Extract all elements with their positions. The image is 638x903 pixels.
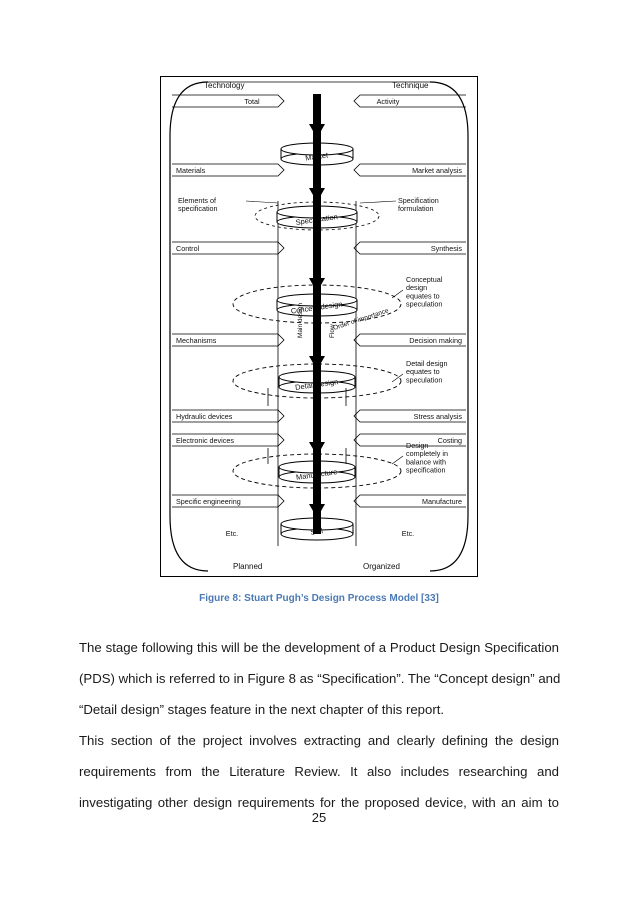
paragraph-pds: The stage following this will be the dev…	[79, 632, 561, 725]
paragraph-line: The stage following this will be the dev…	[79, 640, 559, 655]
left-input-arrow	[172, 94, 285, 108]
annotation-leader	[391, 373, 404, 383]
annotation-leader	[391, 455, 404, 465]
paragraph-line: “Detail design” stages feature in the ne…	[79, 702, 445, 717]
arrowhead-detail	[309, 356, 325, 370]
manufacture-ring	[232, 453, 402, 489]
outer-loop-left	[169, 81, 209, 572]
annotation-leader	[391, 289, 404, 299]
arrowhead-manufacture	[309, 442, 325, 456]
right-input-label: Manufacture	[422, 497, 462, 506]
paragraph-line: This section of the project involves ext…	[79, 733, 559, 748]
right-input-label: Etc.	[402, 529, 414, 538]
right-input-label: Activity	[377, 97, 400, 106]
paragraph-line: requirements from the Literature Review.…	[79, 764, 559, 779]
technique-label: Technique	[392, 81, 429, 90]
left-input-label: Etc.	[226, 529, 238, 538]
main-flow-arrow	[313, 94, 321, 534]
left-input-arrow	[172, 241, 285, 255]
right-input-label: Market analysis	[412, 166, 462, 175]
left-input-label: Materials	[176, 166, 206, 175]
right-input-arrow	[353, 94, 466, 108]
left-input-arrow	[172, 433, 285, 447]
left-input-label: Mechanisms	[176, 336, 217, 345]
left-input-arrow	[172, 333, 285, 347]
arrowhead-concept	[309, 278, 325, 292]
arrowhead-specification	[309, 188, 325, 202]
left-input-arrow	[172, 409, 285, 423]
left-input-label: Total	[244, 97, 260, 106]
right-input-arrow	[353, 409, 466, 423]
right-input-label: Synthesis	[431, 244, 463, 253]
left-input-label: Hydraulic devices	[176, 412, 233, 421]
planned-label: Planned	[233, 562, 262, 571]
arrowhead-market	[309, 124, 325, 138]
paragraph-line: (PDS) which is referred to in Figure 8 a…	[79, 671, 561, 686]
left-input-arrow	[172, 163, 285, 177]
left-input-arrow	[172, 494, 285, 508]
organized-label: Organized	[363, 562, 400, 571]
figure-caption: Figure 8: Stuart Pugh’s Design Process M…	[199, 593, 439, 604]
right-input-arrow	[353, 494, 466, 508]
right-input-arrow	[353, 241, 466, 255]
outer-loop-right	[429, 81, 469, 572]
left-input-label: Electronic devices	[176, 436, 234, 445]
paragraph-requirements: This section of the project involves ext…	[79, 725, 559, 818]
main-design-label: Main design	[297, 303, 304, 338]
leader-line	[359, 200, 397, 204]
paragraph-line: investigating other design requirements …	[79, 795, 559, 810]
right-input-arrow	[353, 163, 466, 177]
leader-line	[245, 200, 279, 204]
right-input-label: Decision making	[409, 336, 462, 345]
technology-label: Technology	[204, 81, 244, 90]
arrowhead-sell	[309, 504, 325, 518]
page-number: 25	[311, 810, 327, 825]
detail-ring	[232, 363, 402, 399]
left-input-label: Control	[176, 244, 200, 253]
specification-ring	[254, 201, 380, 231]
left-input-label: Specific engineering	[176, 497, 241, 506]
right-input-arrow	[353, 433, 466, 447]
right-input-arrow	[353, 333, 466, 347]
flow-label: Flow	[329, 324, 336, 338]
right-input-label: Stress analysis	[414, 412, 463, 421]
right-input-label: Costing	[438, 436, 462, 445]
